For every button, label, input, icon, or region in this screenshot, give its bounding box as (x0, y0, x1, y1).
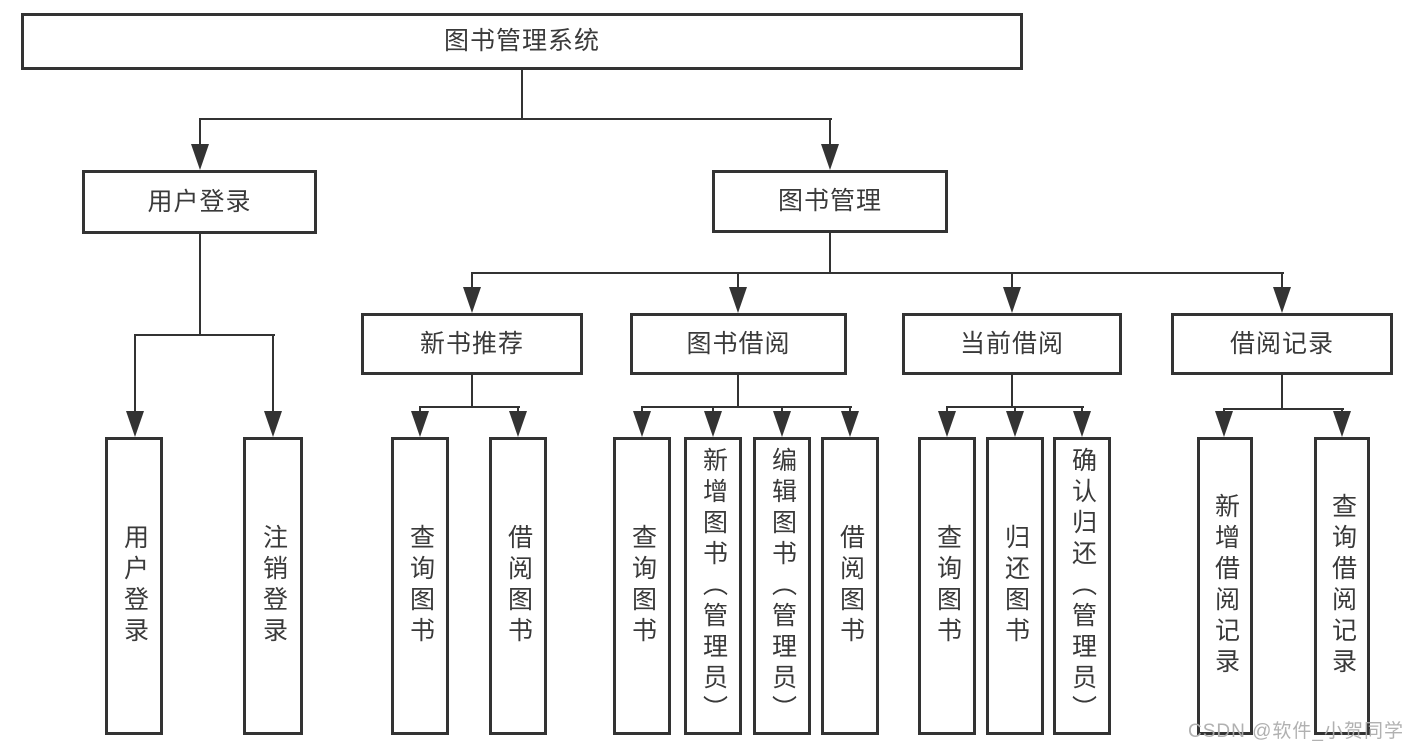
arrowhead-down-icon (1333, 411, 1351, 437)
connector-book-borrowing-rail (641, 406, 852, 408)
connector-drop-book-borrowing (737, 272, 739, 292)
arrowhead-down-icon (1073, 411, 1091, 437)
connector-drop-borrowing-records (1281, 272, 1283, 292)
connector-book-borrowing-stem (737, 375, 739, 408)
csdn-watermark: CSDN @软件_小贺同学 (1188, 721, 1404, 742)
node-book-management: 图书管理 (712, 170, 948, 233)
connector-user-login-stem (199, 233, 201, 336)
leaf-query-books-current: 查询图书 (918, 437, 976, 735)
connector-user-login-rail (134, 334, 275, 336)
arrowhead-down-icon (704, 411, 722, 437)
arrowhead-down-icon (729, 287, 747, 313)
node-borrowing-records: 借阅记录 (1171, 313, 1393, 375)
arrowhead-down-icon (126, 411, 144, 437)
node-user-login: 用户登录 (82, 170, 317, 234)
arrowhead-down-icon (773, 411, 791, 437)
leaf-add-borrow-record: 新增借阅记录 (1197, 437, 1253, 735)
connector-book-management-stem (829, 232, 831, 274)
leaf-return-books: 归还图书 (986, 437, 1044, 735)
connector-drop-new-book (471, 272, 473, 292)
connector-level2-rail (199, 118, 832, 120)
leaf-query-borrow-record: 查询借阅记录 (1314, 437, 1370, 735)
leaf-user-login: 用户登录 (105, 437, 163, 735)
arrowhead-down-icon (191, 144, 209, 170)
leaf-borrow-books-recommend: 借阅图书 (489, 437, 547, 735)
connector-drop-book-management (829, 118, 831, 150)
arrowhead-down-icon (1006, 411, 1024, 437)
leaf-query-books-borrowing: 查询图书 (613, 437, 671, 735)
arrowhead-down-icon (841, 411, 859, 437)
connector-root-stem (521, 70, 523, 120)
connector-level3-rail (471, 272, 1284, 274)
arrowhead-down-icon (633, 411, 651, 437)
leaf-edit-books-admin: 编辑图书（管理员） (753, 437, 811, 735)
arrowhead-down-icon (938, 411, 956, 437)
node-book-borrowing: 图书借阅 (630, 313, 847, 375)
connector-drop-leaf (134, 334, 136, 416)
connector-current-borrowing-stem (1011, 375, 1013, 408)
connector-drop-current-borrowing (1011, 272, 1013, 292)
arrowhead-down-icon (509, 411, 527, 437)
connector-borrowing-records-stem (1281, 375, 1283, 410)
arrowhead-down-icon (1215, 411, 1233, 437)
leaf-borrow-books-borrowing: 借阅图书 (821, 437, 879, 735)
arrowhead-down-icon (264, 411, 282, 437)
leaf-confirm-return-admin: 确认归还（管理员） (1053, 437, 1111, 735)
node-library-system: 图书管理系统 (21, 13, 1023, 70)
arrowhead-down-icon (1003, 287, 1021, 313)
node-current-borrowing: 当前借阅 (902, 313, 1122, 375)
connector-new-book-rail (419, 406, 520, 408)
arrowhead-down-icon (1273, 287, 1291, 313)
connector-drop-user-login (199, 118, 201, 150)
connector-borrowing-records-rail (1223, 408, 1344, 410)
leaf-add-books-admin: 新增图书（管理员） (684, 437, 742, 735)
leaf-query-books-recommend: 查询图书 (391, 437, 449, 735)
arrowhead-down-icon (463, 287, 481, 313)
arrowhead-down-icon (411, 411, 429, 437)
arrowhead-down-icon (821, 144, 839, 170)
node-new-book-recommend: 新书推荐 (361, 313, 583, 375)
connector-drop-leaf (272, 334, 274, 416)
leaf-logout-login: 注销登录 (243, 437, 303, 735)
connector-new-book-stem (471, 375, 473, 408)
